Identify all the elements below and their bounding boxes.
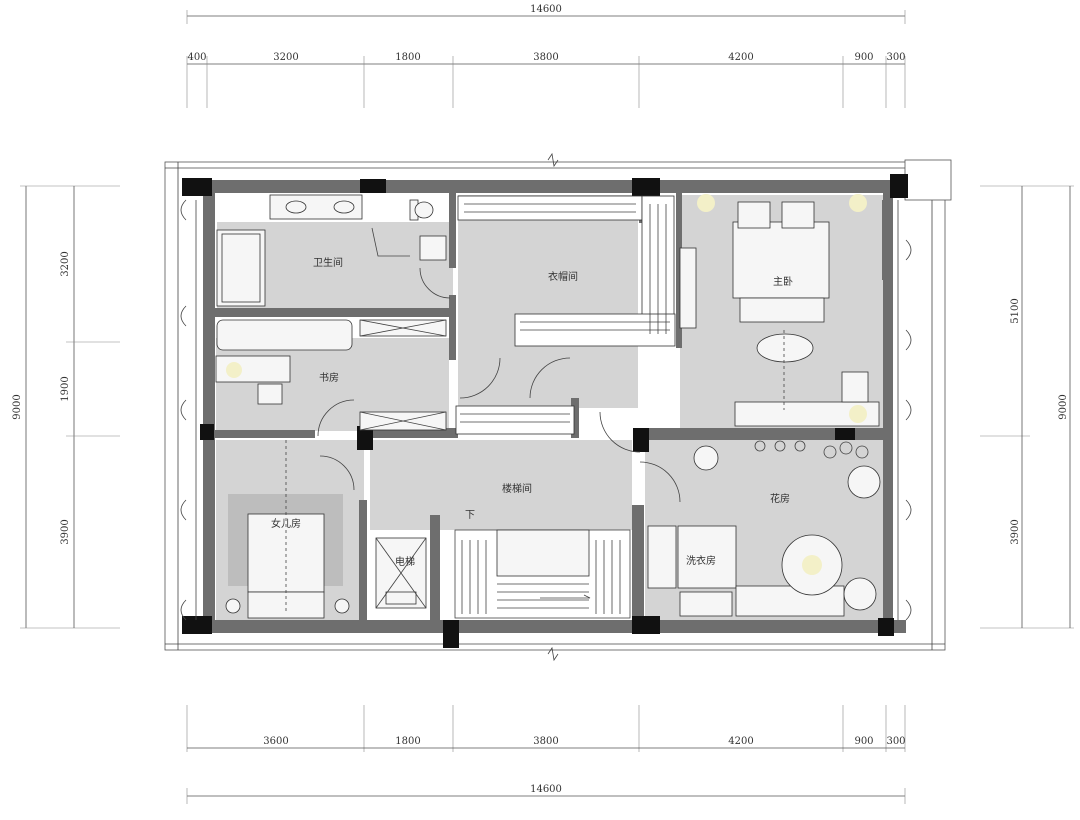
label-flower-room: 花房 [770,492,790,505]
dim-left-seg-3: 3900 [60,519,71,544]
dim-bottom-seg-1: 3600 [263,736,288,747]
dim-top-seg-7: 300 [886,52,905,63]
label-master-bedroom: 主卧 [773,275,793,288]
windows [180,199,912,621]
top-dimensions: 14600 400 3200 1800 3800 4200 900 300 [186,4,906,108]
label-stair-down: 下 [465,510,475,521]
dim-left-seg-2: 1900 [60,376,71,401]
bottom-dimensions: 3600 1800 3800 4200 900 300 14600 [186,705,906,804]
dim-bottom-seg-6: 300 [886,736,905,747]
dim-bottom-seg-4: 4200 [728,736,753,747]
dim-top-seg-6: 900 [854,52,873,63]
dim-right-seg-2: 3900 [1010,519,1021,544]
study-furniture [215,319,447,437]
dim-top-seg-1: 400 [187,52,206,63]
dim-bottom-seg-3: 3800 [533,736,558,747]
right-dimensions: 5100 3900 9000 [980,185,1074,629]
label-stair-hall: 楼梯间 [502,482,532,495]
label-bathroom: 卫生间 [313,256,343,269]
label-study: 书房 [319,371,339,384]
left-dimensions: 9000 3200 1900 3900 [12,185,120,629]
dim-bottom-seg-5: 900 [854,736,873,747]
label-elevator: 电梯 [395,555,415,568]
dim-top-seg-5: 4200 [728,52,753,63]
label-daughter-room: 女儿房 [271,517,301,530]
bathroom-fixtures [216,194,451,307]
master-bedroom-furniture [697,194,880,427]
label-laundry: 洗衣房 [686,554,716,567]
dim-left-total: 9000 [12,394,23,419]
dim-right-seg-1: 5100 [1010,298,1021,323]
daughter-room-furniture [225,440,355,619]
dim-top-total: 14600 [530,4,562,15]
dim-top-seg-4: 3800 [533,52,558,63]
laundry-flower-furniture [647,440,881,617]
room-labels: 卫生间 衣帽间 主卧 书房 女儿房 楼梯间 下 电梯 洗衣房 花房 [271,256,793,568]
dim-bottom-total: 14600 [530,784,562,795]
dim-left-seg-1: 3200 [60,251,71,276]
dim-right-total: 9000 [1058,394,1069,419]
columns [182,174,908,648]
dim-top-seg-2: 3200 [273,52,298,63]
dim-bottom-seg-2: 1800 [395,736,420,747]
label-cloakroom: 衣帽间 [548,270,578,283]
stair-hall [375,357,681,619]
dim-top-seg-3: 1800 [395,52,420,63]
cloakroom-wardrobes [455,195,697,435]
